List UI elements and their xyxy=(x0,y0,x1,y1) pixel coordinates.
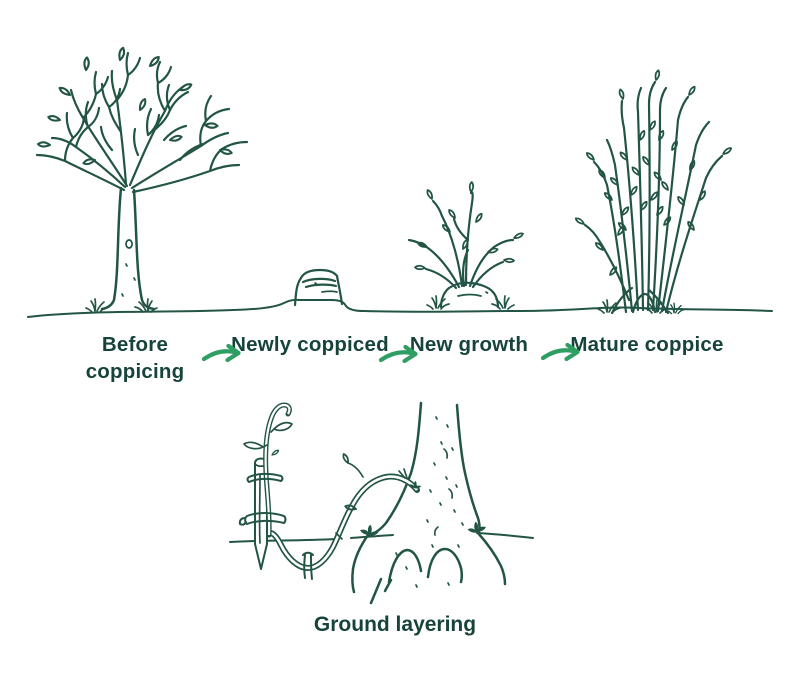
freshly-cut-stump xyxy=(293,268,344,307)
stage-label-new-growth: New growth xyxy=(409,333,529,356)
stump-with-new-shoots xyxy=(407,180,525,310)
trunk-marks xyxy=(121,239,136,297)
tree-before-coppicing xyxy=(35,46,249,313)
ground-layering-illustration xyxy=(229,401,534,605)
coppice-stages-illustration xyxy=(27,46,773,318)
arrow-icon xyxy=(201,343,241,363)
ground-line xyxy=(27,298,773,318)
bark-marks xyxy=(395,416,464,588)
layered-branch xyxy=(266,452,422,580)
arrow-icon xyxy=(540,342,580,362)
mature-coppice-stems xyxy=(574,68,734,315)
ground-layering-caption: Ground layering xyxy=(313,613,477,636)
new-shoot xyxy=(243,402,293,538)
arrow-icon xyxy=(378,344,418,364)
stage-label-before-coppicing: Before coppicing xyxy=(85,333,185,383)
stage-label-mature-coppice: Mature coppice xyxy=(570,333,724,356)
parent-tree-trunk xyxy=(351,401,507,605)
ground-peg xyxy=(302,551,314,580)
stage-label-newly-coppiced: Newly coppiced xyxy=(231,333,389,356)
stake-ties xyxy=(238,472,287,526)
shoot-leaves xyxy=(243,421,293,457)
